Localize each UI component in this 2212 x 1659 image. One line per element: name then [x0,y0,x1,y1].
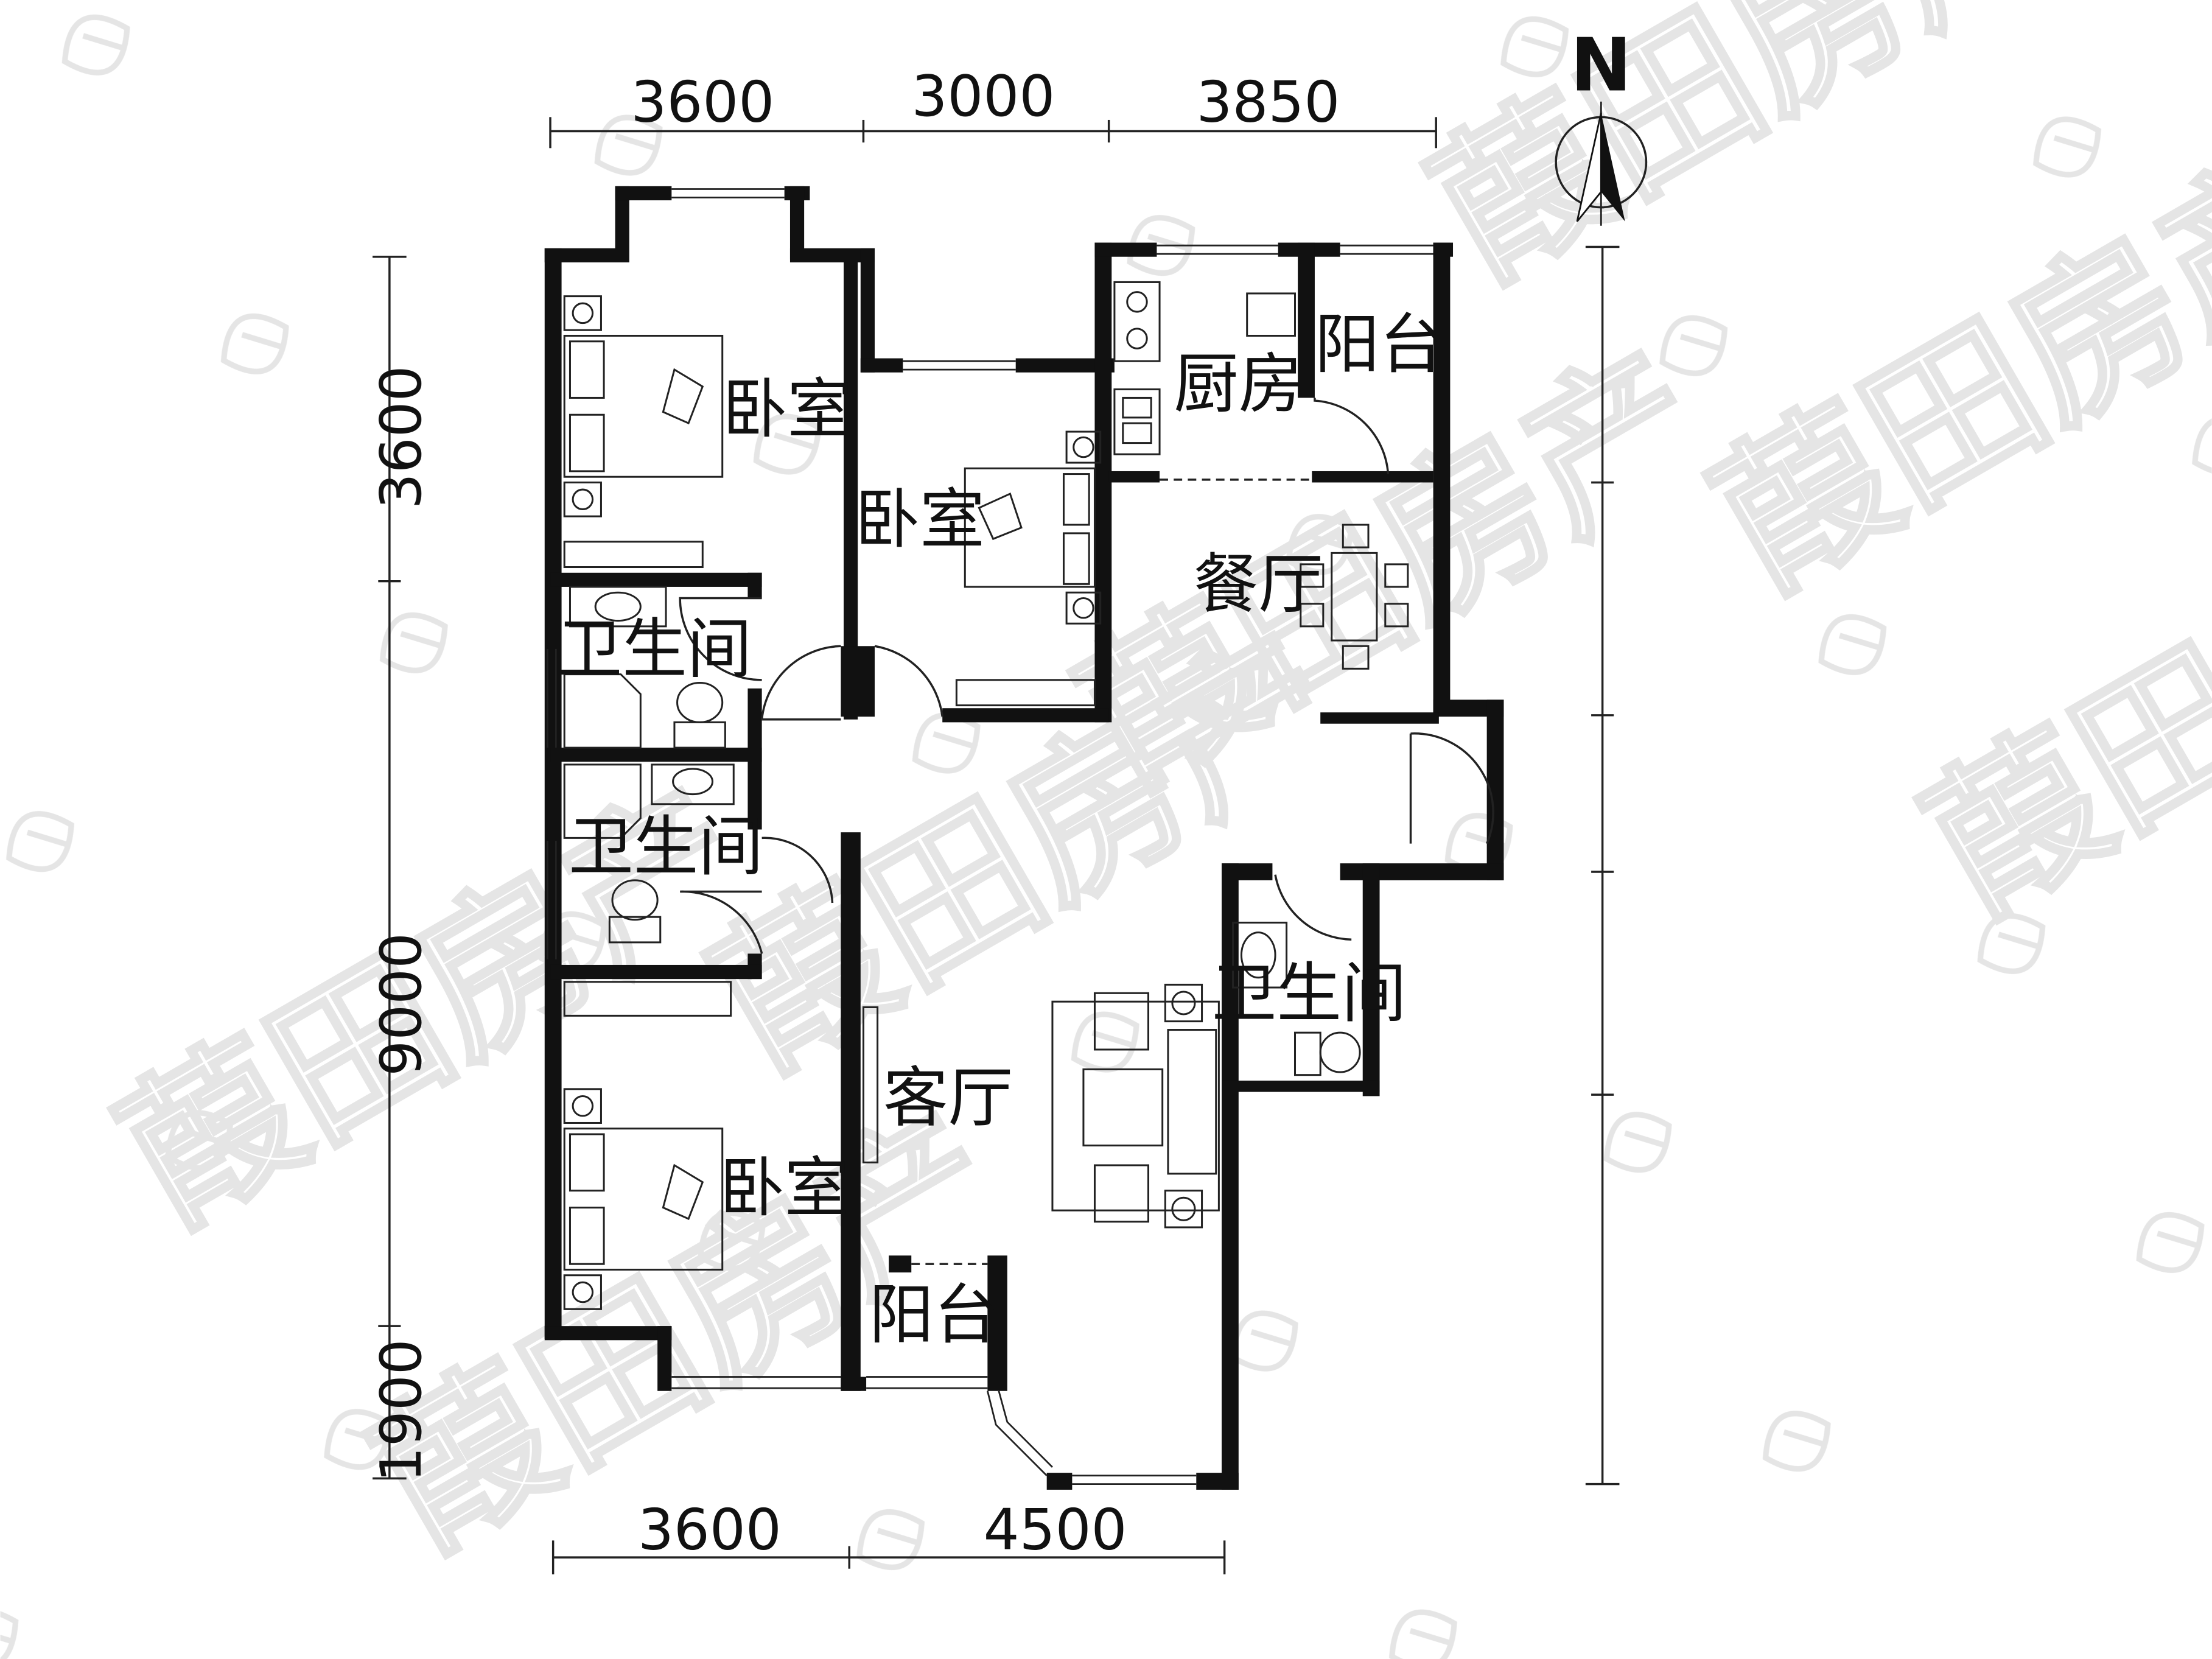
nightstand-icon [563,481,602,517]
room-label-bedroom: 卧室 [719,1151,849,1226]
room-label-living: 客厅 [883,1061,1013,1136]
wardrobe-icon [563,981,732,1017]
nightstand-icon [563,1088,602,1124]
sink-icon [569,586,667,628]
room-label-balcony: 阳台 [869,1278,999,1353]
toilet-icon [1293,1031,1361,1076]
dim-bottom-1: 3600 [638,1496,782,1562]
nightstand-icon [563,1274,602,1310]
walls [544,186,1504,1490]
room-label-bedroom: 卧室 [723,372,852,447]
bed-icon [563,1128,724,1271]
toilet-icon [673,682,726,749]
dimension-labels: 3600 3000 3850 3600 9000 1900 3600 4500 [368,63,1340,1562]
fridge-icon [1246,292,1297,337]
dim-top-3: 3850 [1197,69,1340,135]
wardrobe-icon [563,541,704,569]
sink-icon [651,763,735,805]
wardrobe-icon [955,679,1096,707]
compass-label: N [1570,23,1632,108]
doors [679,398,1494,1265]
bed-icon [964,467,1096,588]
shower-icon [563,673,642,749]
dim-left-2: 9000 [368,933,434,1076]
dim-left-1: 3600 [368,365,434,509]
sink-icon [1232,921,1288,989]
nightstand-icon [1065,430,1102,464]
room-label-kitchen: 厨房 [1174,346,1303,422]
dim-left-3: 1900 [368,1339,434,1482]
dim-bottom-2: 4500 [984,1496,1127,1562]
north-arrow-icon: N [1555,23,1648,226]
windows [547,188,1433,1485]
shower-icon [563,763,642,839]
furniture [563,281,1409,1310]
room-label-bathroom: 卫生间 [558,612,752,687]
dim-top-2: 3000 [911,63,1055,129]
room-label-bathroom: 卫生间 [1212,956,1407,1031]
toilet-icon [608,879,662,944]
sofa-set-icon [1051,983,1220,1229]
kitchen-sink-icon [1113,388,1161,455]
bed-icon [563,334,724,478]
room-labels: 卧室 卧室 厨房 阳台 餐厅 卫生间 卫生间 卫生间 客厅 卧室 阳台 [558,307,1444,1353]
nightstand-icon [563,295,602,331]
room-label-balcony: 阳台 [1315,307,1444,382]
dining-table-icon [1300,524,1409,670]
dimension-lines [373,117,1620,1574]
dim-top-1: 3600 [631,69,774,135]
nightstand-icon [1065,591,1102,625]
room-label-bathroom: 卫生间 [569,809,763,885]
room-label-bedroom: 卧室 [855,482,985,558]
room-label-dining: 餐厅 [1194,547,1323,622]
tv-cabinet-icon [862,1006,879,1163]
stove-icon [1113,281,1161,362]
